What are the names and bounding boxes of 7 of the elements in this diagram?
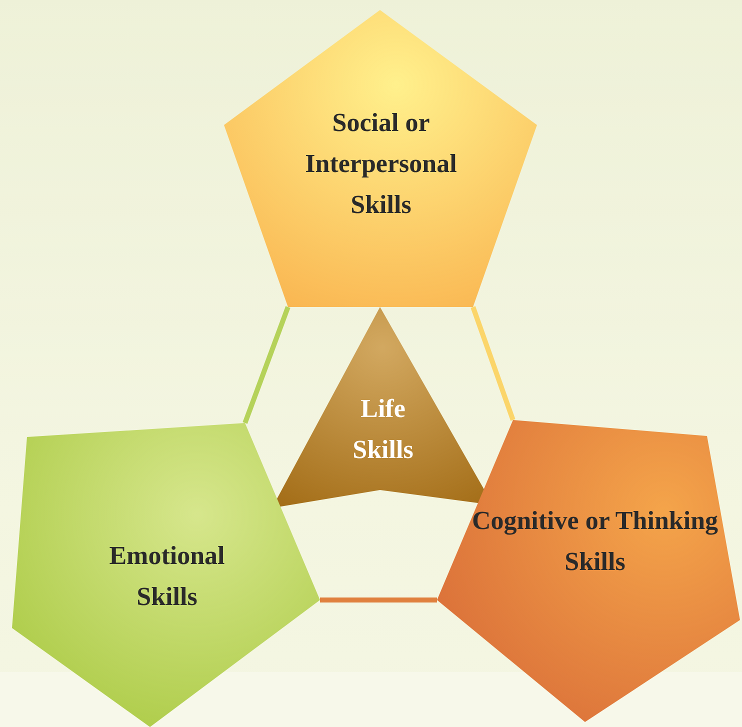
node-label: Emotional Skills (108, 540, 226, 613)
node-label: Life Skills (352, 393, 414, 466)
node-label: Cognitive or Thinking Skills (470, 505, 720, 578)
node-label: Social or Interpersonal Skills (304, 107, 458, 221)
connector-line (470, 306, 516, 421)
connector-line (242, 306, 290, 424)
connector-line (320, 598, 437, 602)
